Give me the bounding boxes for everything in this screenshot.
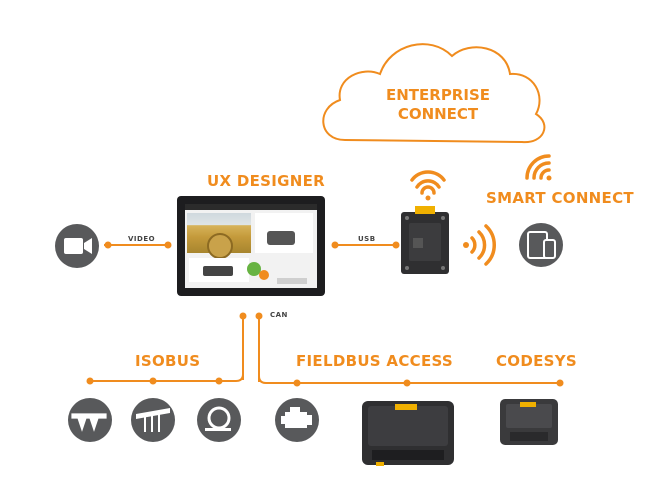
gateway-device <box>401 206 449 274</box>
status-orange-icon <box>259 270 269 280</box>
display-screen <box>185 204 317 288</box>
video-label: VIDEO <box>128 235 156 243</box>
wifi-dot <box>425 195 431 201</box>
ux-designer-display <box>177 196 325 296</box>
enterprise-line-2: CONNECT <box>397 105 479 123</box>
isobus-dot-3 <box>215 377 223 385</box>
fieldbus-access-label: FIELDBUS ACCESS <box>296 352 454 370</box>
display-header-bar <box>185 204 317 210</box>
fieldbus-bus <box>258 375 560 384</box>
signal-waves-icon <box>470 224 496 266</box>
isobus-dot-2 <box>149 377 157 385</box>
usb-label: USB <box>358 235 376 243</box>
baler-view <box>255 213 313 253</box>
can-dot-left <box>239 312 247 320</box>
enterprise-connect-label: ENTERPRISE CONNECT <box>353 86 523 124</box>
usb-dot-right <box>392 241 400 249</box>
field-image <box>187 213 251 259</box>
fieldbus-controller <box>362 401 454 466</box>
signal-waves-dot <box>463 242 469 248</box>
usb-dot-left <box>331 241 339 249</box>
wifi-signal-dot <box>546 175 552 181</box>
codesys-controller <box>500 399 558 445</box>
video-camera-icon <box>55 224 99 268</box>
status-green-icon <box>247 262 261 276</box>
wifi-signal-icon <box>525 154 551 180</box>
isobus-bus <box>90 373 244 382</box>
can-dot-right <box>255 312 263 320</box>
button-row <box>277 278 307 284</box>
isobus-label: ISOBUS <box>135 352 201 370</box>
engine-icon <box>275 398 319 442</box>
isobus-dot-1 <box>86 377 94 385</box>
tractor-view <box>189 258 249 282</box>
can-label: CAN <box>270 311 288 319</box>
video-dot-right <box>164 241 172 249</box>
tablet-phone-icon <box>519 223 563 267</box>
fieldbus-dot-3 <box>556 379 564 387</box>
ux-designer-label: UX DESIGNER <box>207 172 326 190</box>
enterprise-line-1: ENTERPRISE <box>385 86 490 104</box>
plough-icon <box>68 398 112 442</box>
smart-connect-label: SMART CONNECT <box>486 189 634 207</box>
fieldbus-dot-2 <box>403 379 411 387</box>
seeder-icon <box>131 398 175 442</box>
wifi-icon <box>410 170 446 195</box>
codesys-label: CODESYS <box>496 352 578 370</box>
cloud-shape <box>322 43 546 144</box>
baler-icon <box>197 398 241 442</box>
video-dot-left <box>104 241 112 249</box>
fieldbus-dot-1 <box>293 379 301 387</box>
hay-bale <box>207 233 233 259</box>
